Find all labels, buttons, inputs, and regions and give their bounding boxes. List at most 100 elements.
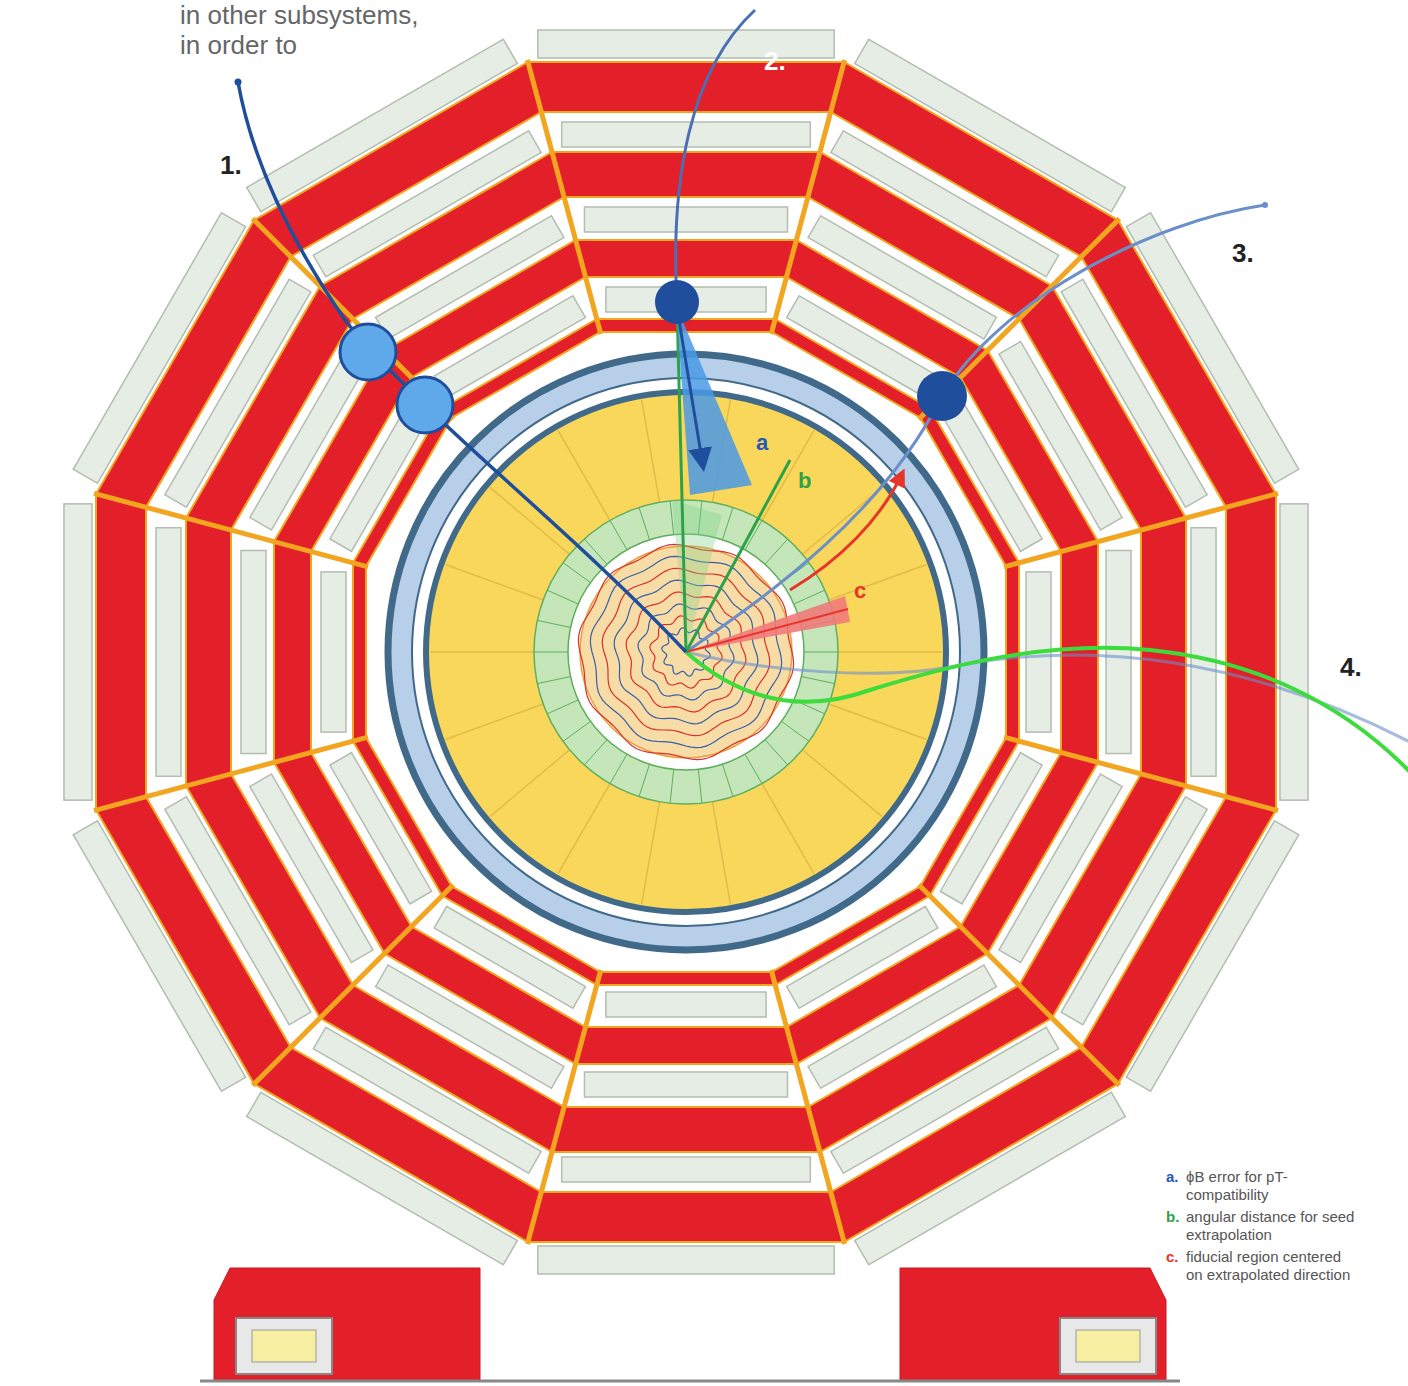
muon-chamber xyxy=(321,572,346,732)
hcal-wedge xyxy=(558,430,610,520)
callout-letter: a xyxy=(756,430,768,456)
phi-error-cone xyxy=(676,305,752,495)
muon-chamber xyxy=(584,207,787,232)
muon-chamber xyxy=(562,1157,811,1182)
muon-track xyxy=(238,82,686,652)
return-yoke xyxy=(96,62,1276,1242)
hcal-wedge xyxy=(558,784,610,874)
callout-number: 3. xyxy=(1232,238,1254,269)
legend-text: fiducial region centered on extrapolated… xyxy=(1186,1248,1358,1284)
segment-hit xyxy=(340,324,396,380)
muon-tracks xyxy=(235,10,1408,772)
muon-chamber xyxy=(606,992,766,1017)
hcal-wedge xyxy=(430,651,534,653)
hcal-wedge xyxy=(642,400,660,502)
phi-direction xyxy=(677,308,703,466)
yoke-bracket xyxy=(771,60,844,334)
muon-chamber xyxy=(538,30,834,58)
caption-fragment: in other subsystems, xyxy=(180,0,418,31)
legend-text: ϕB error for pT-compatibility xyxy=(1186,1168,1358,1204)
yoke-bracket xyxy=(94,737,368,810)
track-end xyxy=(1262,202,1268,208)
muon-chamber xyxy=(64,504,92,800)
legend-key: b. xyxy=(1166,1208,1179,1226)
legend-key: a. xyxy=(1166,1168,1179,1186)
ecal-crystal xyxy=(537,677,570,684)
yoke-bracket xyxy=(771,970,844,1244)
muon-track xyxy=(686,648,1408,772)
ecal-crystal xyxy=(534,652,568,653)
ecal-crystal xyxy=(722,507,733,539)
hcal-wedge xyxy=(802,750,882,817)
hcal-wedge xyxy=(712,802,730,904)
hcal-wedge xyxy=(490,750,570,817)
hcal-wedge xyxy=(445,704,543,740)
ecal-crystal xyxy=(639,764,650,796)
support-foot xyxy=(214,1268,480,1380)
extrapolated-direction xyxy=(686,609,848,652)
ecal-crystal xyxy=(670,769,674,803)
hcal-wedge xyxy=(829,564,927,600)
segment-hit xyxy=(917,371,967,421)
hcal-wedge xyxy=(762,784,814,874)
foot-pad xyxy=(252,1330,316,1362)
detector-layers xyxy=(64,30,1308,1381)
ecal-crystal xyxy=(794,590,825,604)
ecal-crystal xyxy=(610,754,627,783)
callout-letter: b xyxy=(798,468,811,494)
muon-chamber xyxy=(1191,528,1216,777)
muon-track xyxy=(686,652,1408,742)
ecal-crystal xyxy=(563,563,591,583)
ecal-crystal xyxy=(639,507,650,539)
legend-key: c. xyxy=(1166,1248,1179,1266)
hcal-wedge xyxy=(829,704,927,740)
support-foot xyxy=(900,1268,1166,1380)
muon-track xyxy=(676,10,755,302)
hcal-wedge xyxy=(445,564,543,600)
yoke-bracket xyxy=(527,60,600,334)
yoke-bracket xyxy=(527,970,600,1244)
muon-chamber xyxy=(1280,504,1308,800)
ecal-crystal xyxy=(698,769,702,803)
foot-housing xyxy=(236,1318,332,1374)
yoke-bracket xyxy=(1004,737,1278,810)
muon-chamber xyxy=(538,1246,834,1274)
muon-chamber xyxy=(156,528,181,777)
hcal-wedge xyxy=(838,651,942,653)
segment-hit xyxy=(655,280,699,324)
ecal-crystal xyxy=(547,590,578,604)
muon-chamber xyxy=(241,550,266,753)
muon-chamber xyxy=(1106,550,1131,753)
hcal-wedge xyxy=(490,487,570,554)
ecal-crystal xyxy=(547,700,578,714)
muon-chamber xyxy=(584,1072,787,1097)
callout-letter: c xyxy=(854,578,866,604)
ecal-crystal xyxy=(765,539,788,564)
ecal-crystal xyxy=(781,721,809,741)
ecal-crystal xyxy=(584,740,607,765)
callout-number: 4. xyxy=(1340,652,1362,683)
ecal-crystal xyxy=(610,520,627,549)
ecal-crystal xyxy=(765,740,788,765)
foot-pad xyxy=(1076,1330,1140,1362)
callout-number: 2. xyxy=(764,46,786,77)
ground-line xyxy=(200,1380,1180,1383)
ecal-crystal xyxy=(801,677,834,684)
hcal-wedge xyxy=(642,802,660,904)
foot-housing xyxy=(1060,1318,1156,1374)
segment-hit xyxy=(397,377,453,433)
ecal-crystal xyxy=(537,620,570,627)
ecal-crystal xyxy=(563,721,591,741)
caption-fragment: in order to xyxy=(180,30,297,61)
muon-track xyxy=(686,205,1265,652)
ecal-crystal xyxy=(722,764,733,796)
legend-text: angular distance for seed extrapolation xyxy=(1186,1208,1358,1244)
yoke-bracket xyxy=(94,493,368,566)
ecal-crystal xyxy=(804,652,838,653)
yoke-bracket xyxy=(1004,493,1278,566)
callout-number: 1. xyxy=(220,150,242,181)
track-end xyxy=(235,79,242,86)
ecal-crystal xyxy=(745,754,762,783)
hcal-wedge xyxy=(762,430,814,520)
